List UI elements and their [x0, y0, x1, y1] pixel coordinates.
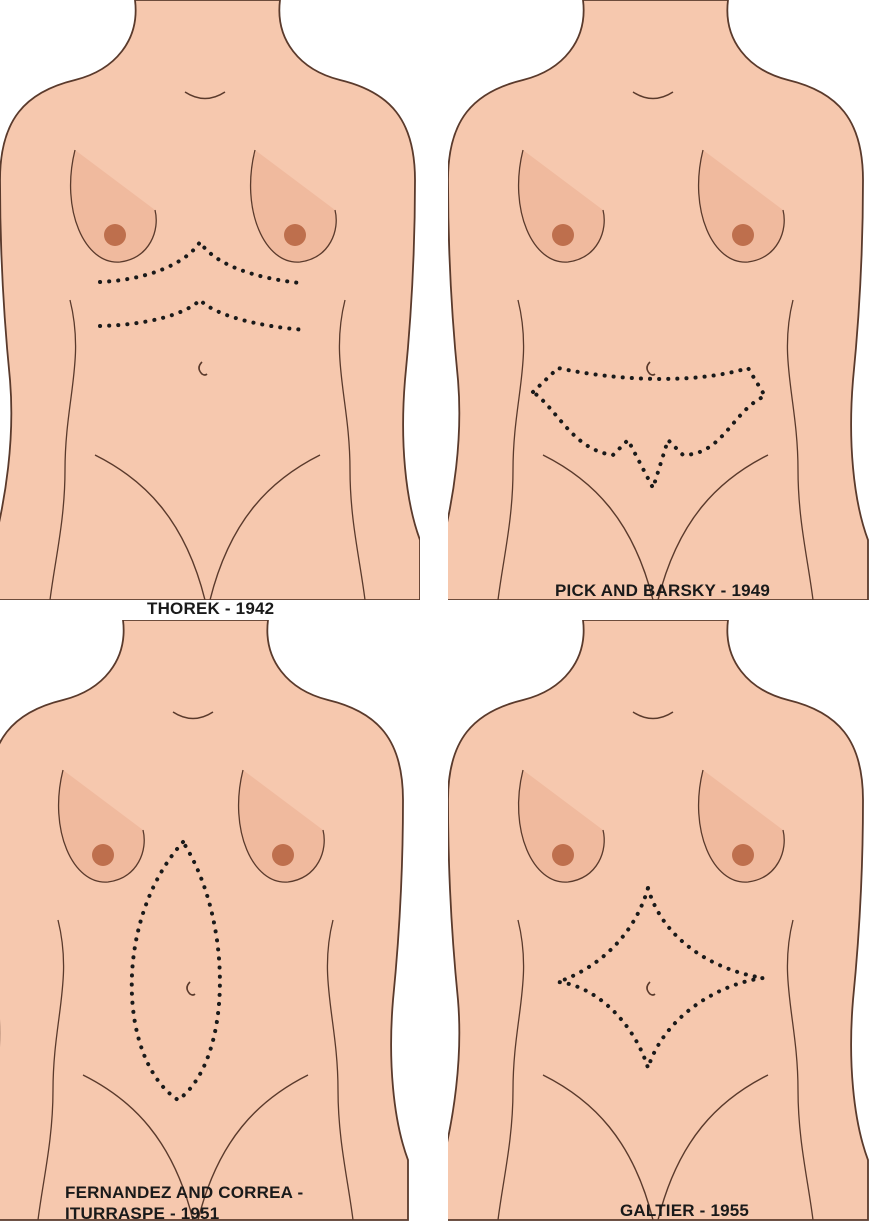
torso-figure-galtier: [448, 620, 889, 1229]
caption-fernandez-correa-iturraspe: FERNANDEZ AND CORREA - ITURRASPE - 1951: [65, 1182, 303, 1224]
panel-fernandez-correa-iturraspe: [0, 620, 420, 1229]
caption-line: PICK AND BARSKY - 1949: [555, 580, 770, 601]
left-areola: [552, 844, 574, 866]
panel-thorek: [0, 0, 420, 600]
panel-pick-and-barsky: [448, 0, 889, 600]
torso-figure-fernandez-correa-iturraspe: [0, 620, 420, 1229]
caption-galtier: GALTIER - 1955: [620, 1200, 749, 1221]
caption-line-2: ITURRASPE - 1951: [65, 1203, 303, 1224]
caption-thorek: THOREK - 1942: [147, 598, 274, 619]
torso-figure-pick-and-barsky: [448, 0, 889, 600]
torso-skin: [0, 620, 408, 1220]
left-areola: [92, 844, 114, 866]
right-areola: [732, 844, 754, 866]
caption-line: GALTIER - 1955: [620, 1200, 749, 1221]
torso-figure-thorek: [0, 0, 420, 600]
panel-galtier: [448, 620, 889, 1229]
left-areola: [552, 224, 574, 246]
right-areola: [732, 224, 754, 246]
caption-line: THOREK - 1942: [147, 598, 274, 619]
left-areola: [104, 224, 126, 246]
caption-pick-and-barsky: PICK AND BARSKY - 1949: [555, 580, 770, 601]
right-areola: [284, 224, 306, 246]
caption-line-1: FERNANDEZ AND CORREA -: [65, 1182, 303, 1203]
right-areola: [272, 844, 294, 866]
